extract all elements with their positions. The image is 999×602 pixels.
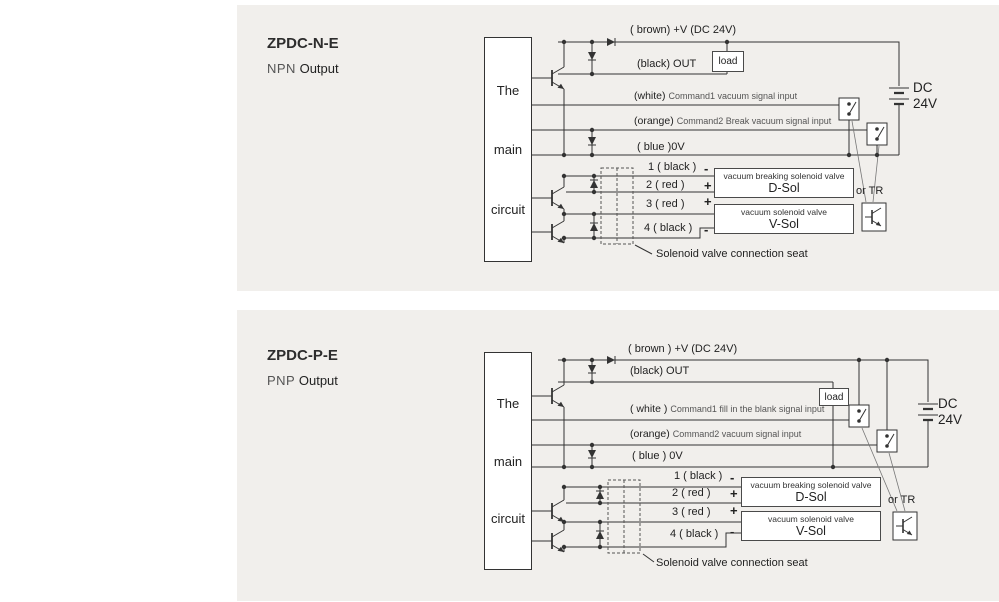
npn-d-sol-box: vacuum breaking solenoid valve D-Sol <box>714 168 854 198</box>
wire-orange-prefix: (orange) <box>634 115 674 127</box>
pnp-connector-dashed-box <box>607 479 641 554</box>
wire-white-prefix: (white) <box>634 90 666 102</box>
pnp-pin1-polarity: - <box>730 470 735 485</box>
npn-v-sol-box: vacuum solenoid valve V-Sol <box>714 204 854 234</box>
npn-power-label: DC 24V <box>913 80 937 112</box>
pnp-pin3-label: 3 ( red ) <box>672 506 711 518</box>
pnp-pin3-polarity: + <box>730 503 738 518</box>
pnp-d-sol-box: vacuum breaking solenoid valve D-Sol <box>741 477 881 507</box>
npn-wire-blue-label: ( blue )0V <box>637 141 685 153</box>
main-circuit-word-1: The <box>496 395 520 411</box>
pnp-battery-icon <box>918 403 938 422</box>
pnp-wire-brown-label: ( brown ) +V (DC 24V) <box>628 343 738 355</box>
pnp-output-type-label: PNP <box>267 373 296 388</box>
npn-pin4-polarity: - <box>704 222 709 237</box>
wire-orange-desc: Command2 Break vacuum signal input <box>676 116 832 126</box>
power-line-2: 24V <box>938 412 963 427</box>
npn-title: ZPDC-N-E <box>267 35 339 52</box>
npn-or-tr-box <box>851 120 887 232</box>
npn-pin1-polarity: - <box>704 161 709 176</box>
npn-seat-label: Solenoid valve connection seat <box>656 248 808 260</box>
npn-command-switch-icons <box>838 97 888 146</box>
pnp-pin4-label: 4 ( black ) <box>670 528 719 540</box>
npn-wire-white-label: (white) Command1 vacuum signal input <box>634 90 797 103</box>
power-line-2: 24V <box>913 96 938 111</box>
main-circuit-word-1: The <box>496 82 520 98</box>
v-sol-desc: vacuum solenoid valve <box>741 206 827 217</box>
pnp-wire-black-label: (black) OUT <box>630 365 690 377</box>
pnp-pin4-polarity: - <box>730 524 735 539</box>
main-circuit-word-3: circuit <box>491 511 525 527</box>
npn-pin2-polarity: + <box>704 178 712 193</box>
v-sol-desc: vacuum solenoid valve <box>768 513 854 524</box>
npn-connector-dashed-box <box>600 167 634 245</box>
pnp-output-word-label: Output <box>298 373 338 388</box>
pnp-seat-label: Solenoid valve connection seat <box>656 557 808 569</box>
pnp-load-box: load <box>819 388 849 406</box>
pnp-wiring <box>529 355 938 563</box>
npn-pin4-label: 4 ( black ) <box>644 222 693 234</box>
npn-diagram-panel <box>237 5 999 291</box>
npn-wire-orange-label: (orange) Command2 Break vacuum signal in… <box>634 115 831 128</box>
wire-orange-desc: Command2 vacuum signal input <box>672 429 802 439</box>
load-label: load <box>824 391 844 403</box>
npn-wiring <box>529 37 909 255</box>
power-line-1: DC <box>913 80 933 95</box>
npn-seat-leader-line <box>634 244 653 255</box>
d-sol-name: D-Sol <box>795 489 827 504</box>
wire-white-desc: Command1 fill in the blank signal input <box>670 404 825 414</box>
npn-or-tr-label: or TR <box>856 185 884 197</box>
npn-wire-black-label: (black) OUT <box>637 58 697 70</box>
pnp-or-tr-box <box>861 427 918 541</box>
main-circuit-word-2: main <box>493 142 523 157</box>
pnp-main-circuit-box: The main circuit <box>484 352 532 570</box>
power-line-1: DC <box>938 396 958 411</box>
npn-pin3-label: 3 ( red ) <box>646 198 685 210</box>
npn-load-box: load <box>712 51 744 72</box>
npn-junction-dots <box>561 39 880 241</box>
load-label: load <box>718 56 738 67</box>
pnp-power-label: DC 24V <box>938 396 962 428</box>
npn-main-circuit-box: The main circuit <box>484 37 532 262</box>
wire-white-prefix: ( white ) <box>630 403 668 415</box>
npn-pin3-polarity: + <box>704 194 712 209</box>
wire-orange-prefix: (orange) <box>630 428 670 440</box>
npn-subtitle: NPN Output <box>267 61 339 76</box>
pnp-wire-blue-label: ( blue ) 0V <box>632 450 683 462</box>
wire-white-desc: Command1 vacuum signal input <box>668 91 798 101</box>
pnp-transistor-icons <box>529 384 565 553</box>
npn-output-word-label: Output <box>299 61 339 76</box>
npn-output-type-label: NPN <box>267 61 296 76</box>
pnp-title: ZPDC-P-E <box>267 347 338 364</box>
pnp-pin1-label: 1 ( black ) <box>674 470 723 482</box>
pnp-wire-orange-label: (orange) Command2 vacuum signal input <box>630 428 801 441</box>
v-sol-name: V-Sol <box>769 216 799 231</box>
npn-battery-icon <box>889 87 909 106</box>
main-circuit-word-2: main <box>493 453 523 469</box>
pnp-wire-white-label: ( white ) Command1 fill in the blank sig… <box>630 403 824 416</box>
d-sol-desc: vacuum breaking solenoid valve <box>750 479 872 490</box>
pnp-subtitle: PNP Output <box>267 373 338 388</box>
npn-wire-brown-label: ( brown) +V (DC 24V) <box>630 24 737 36</box>
d-sol-name: D-Sol <box>768 180 800 195</box>
pnp-pin2-label: 2 ( red ) <box>672 487 711 499</box>
v-sol-name: V-Sol <box>796 523 826 538</box>
pnp-or-tr-label: or TR <box>888 494 916 506</box>
pnp-pin2-polarity: + <box>730 486 738 501</box>
pnp-v-sol-box: vacuum solenoid valve V-Sol <box>741 511 881 541</box>
pnp-seat-leader-line <box>642 553 655 563</box>
npn-pin1-label: 1 ( black ) <box>648 161 697 173</box>
pnp-junction-dots <box>561 357 890 550</box>
main-circuit-word-3: circuit <box>491 201 525 217</box>
npn-pin2-label: 2 ( red ) <box>646 179 685 191</box>
d-sol-desc: vacuum breaking solenoid valve <box>723 170 845 181</box>
